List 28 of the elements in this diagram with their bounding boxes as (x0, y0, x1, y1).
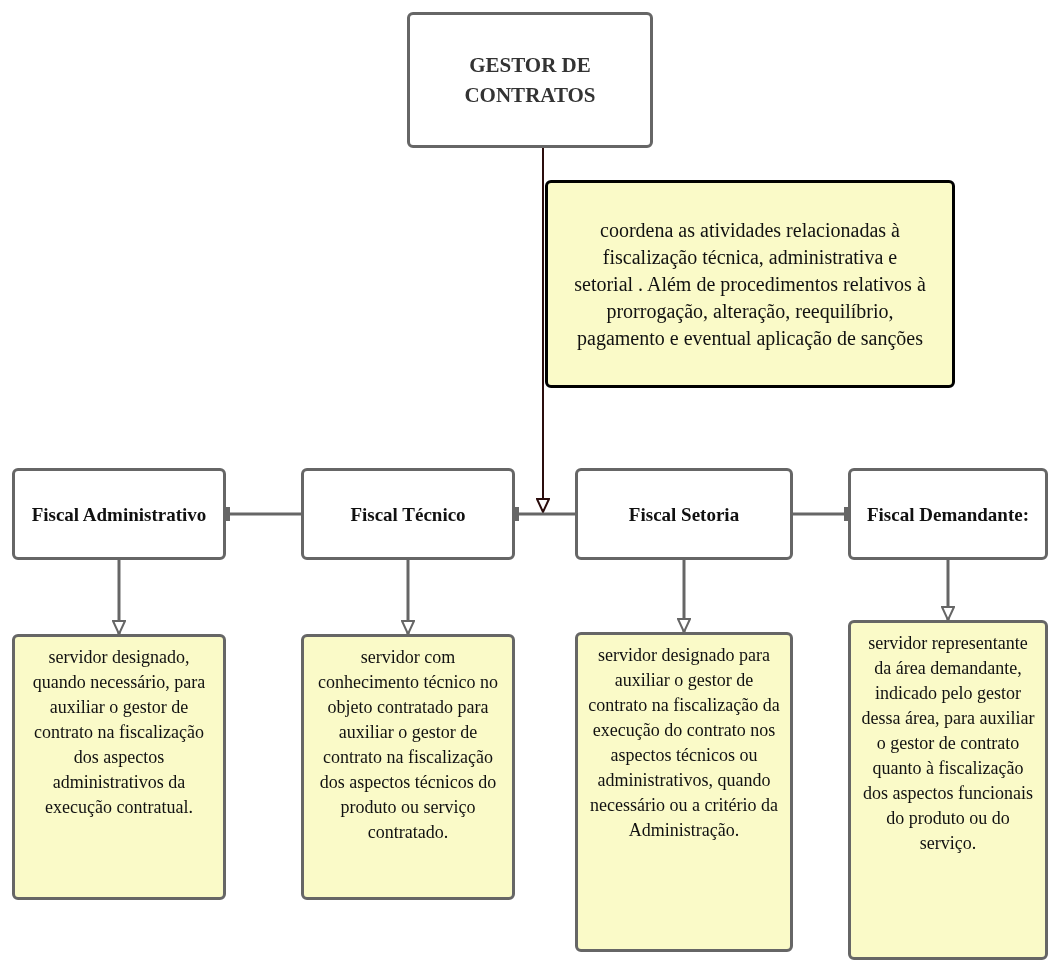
node-text: servidor com conhecimento técnico no objeto contratado para auxiliar o gestor de contrato na fiscalização dos aspectos técnicos do produto ou serviço contratado. (317, 646, 499, 844)
arrow (941, 560, 955, 621)
node-text: Fiscal Administrativo (31, 502, 207, 527)
node-text: GESTOR DE CONTRATOS (463, 52, 597, 109)
connector-line (514, 507, 575, 521)
connector-line (793, 507, 849, 521)
description-box (575, 632, 793, 952)
node-text: servidor designado, quando necessário, para auxiliar o gestor de contrato na fiscalização dos aspectos administrativos da execução contratual. (31, 646, 207, 819)
node-text: servidor representante da área demandante, indicado pelo gestor dessa área, para auxiliar o gestor de contrato quanto à fiscalização dos aspectos funcionais do produto ou do serviço. (860, 632, 1036, 855)
description-box (301, 634, 515, 900)
node-text: coordena as atividades relacionadas à fiscalização técnica, administrativa e setorial . Além de procedimentos relativos à prorrogação, alteração, reequilíbrio, pagamento e eventual aplicação de sanções (573, 217, 927, 352)
node-text: Fiscal Técnico (350, 502, 466, 527)
role-box (12, 468, 226, 560)
connector-line (225, 507, 301, 521)
arrow (112, 560, 126, 635)
role-box (301, 468, 515, 560)
role-box (575, 468, 793, 560)
arrow (401, 560, 415, 635)
arrow (536, 147, 550, 513)
node-text: Fiscal Demandante: (867, 502, 1029, 527)
arrow (677, 560, 691, 633)
node-text: Fiscal Setoria (628, 502, 740, 527)
role-box (848, 468, 1048, 560)
note-box (545, 180, 955, 388)
manager-box (407, 12, 653, 148)
description-box (848, 620, 1048, 960)
description-box (12, 634, 226, 900)
node-text: servidor designado para auxiliar o gestor de contrato na fiscalização da execução do contrato nos aspectos técnicos ou administrativos, quando necessário ou a critério da Administração. (587, 644, 781, 842)
